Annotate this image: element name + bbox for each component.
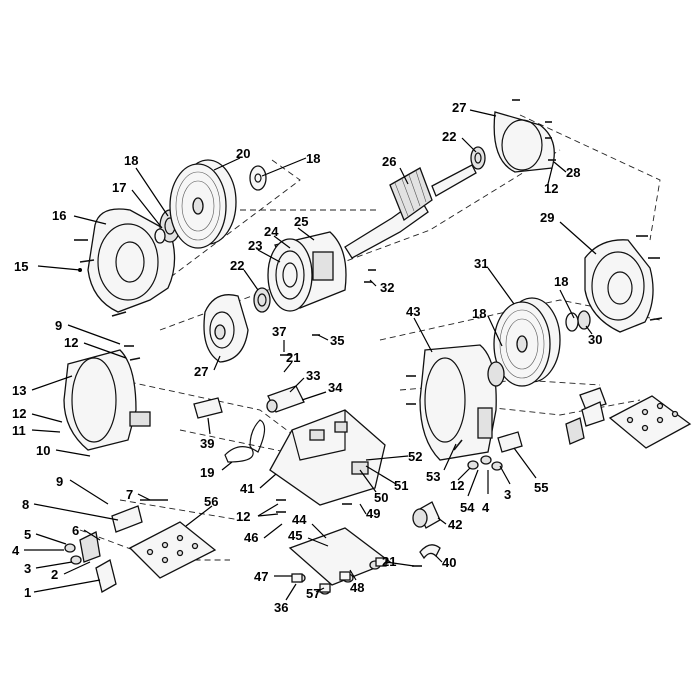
label-26: 26 (382, 154, 396, 169)
label-12-right-lower: 12 (450, 478, 464, 493)
label-27-top: 27 (452, 100, 466, 115)
right-end-cover (493, 99, 555, 173)
power-cord (224, 419, 266, 463)
label-54: 54 (460, 500, 475, 515)
label-36: 36 (274, 600, 288, 615)
label-11: 11 (12, 423, 26, 438)
label-4: 4 (12, 543, 20, 558)
motor-stator (267, 231, 347, 312)
label-12-bottom: 12 (236, 509, 250, 524)
label-12-upper-left: 12 (64, 335, 78, 350)
switch-assembly (266, 385, 305, 413)
label-43: 43 (406, 304, 420, 319)
label-56: 56 (204, 494, 218, 509)
outer-flange-left (249, 165, 267, 191)
label-31: 31 (474, 256, 488, 271)
left-tool-rest (128, 521, 217, 579)
label-22-left: 22 (230, 258, 244, 273)
callout-labels: 1 2 3 4 5 6 7 8 9 9 10 11 12 (12, 100, 602, 615)
label-18-top: 18 (306, 151, 320, 166)
label-10: 10 (36, 443, 50, 458)
label-25: 25 (294, 214, 308, 229)
label-2: 2 (51, 567, 58, 582)
label-39: 39 (200, 436, 214, 451)
label-52: 52 (408, 449, 422, 464)
left-tool-rest-bracket (64, 499, 168, 593)
cord-clamp (419, 544, 441, 560)
right-rear-wheel-guard (584, 235, 663, 333)
label-3-right: 3 (504, 487, 511, 502)
left-end-cover (203, 294, 249, 363)
label-7: 7 (126, 487, 133, 502)
label-37: 37 (272, 324, 286, 339)
label-5: 5 (24, 527, 31, 542)
label-17: 17 (112, 180, 126, 195)
label-34: 34 (328, 380, 343, 395)
rubber-feet (291, 557, 387, 593)
label-33: 33 (306, 368, 320, 383)
label-55: 55 (534, 480, 548, 495)
label-47: 47 (254, 569, 268, 584)
left-bearing (253, 287, 271, 313)
right-bearing (470, 146, 486, 170)
label-46: 46 (244, 530, 258, 545)
right-flange-nut (565, 310, 591, 332)
label-12-left: 12 (12, 406, 26, 421)
label-32: 32 (380, 280, 394, 295)
label-8: 8 (22, 497, 29, 512)
label-30: 30 (588, 332, 602, 347)
label-42: 42 (448, 517, 462, 532)
label-57: 57 (306, 586, 320, 601)
label-18-left: 18 (124, 153, 138, 168)
label-3: 3 (24, 561, 31, 576)
label-4-right: 4 (482, 500, 490, 515)
label-16: 16 (52, 208, 66, 223)
label-21-upper: 21 (286, 350, 300, 365)
grinder-base (269, 409, 386, 506)
label-48: 48 (350, 580, 364, 595)
right-tool-rest (608, 395, 692, 449)
left-grinding-wheel (169, 159, 237, 249)
motor-rotor (344, 164, 477, 259)
left-rear-wheel-guard (74, 208, 176, 317)
label-13: 13 (12, 383, 26, 398)
label-15: 15 (14, 259, 28, 274)
label-21-lower: 21 (382, 554, 396, 569)
capacitor (412, 501, 441, 529)
label-35: 35 (330, 333, 344, 348)
label-53: 53 (426, 469, 440, 484)
label-19: 19 (200, 465, 214, 480)
label-1: 1 (24, 585, 31, 600)
label-9-lower: 9 (56, 474, 63, 489)
label-24: 24 (264, 224, 279, 239)
right-front-housing (406, 344, 505, 461)
label-6: 6 (72, 523, 79, 538)
label-20: 20 (236, 146, 250, 161)
base-plate (288, 527, 392, 595)
label-28: 28 (566, 165, 580, 180)
label-22-right: 22 (442, 129, 456, 144)
label-49: 49 (366, 506, 380, 521)
label-29: 29 (540, 210, 554, 225)
label-9-upper: 9 (55, 318, 62, 333)
label-18-mid: 18 (472, 306, 486, 321)
label-40: 40 (442, 555, 456, 570)
label-45: 45 (288, 528, 302, 543)
assembly-dashed-lines (79, 114, 661, 561)
left-front-housing (63, 345, 151, 451)
label-12-right-top: 12 (544, 181, 558, 196)
label-51: 51 (394, 478, 408, 493)
label-44: 44 (292, 512, 307, 527)
label-41: 41 (240, 481, 254, 496)
right-tool-rest-bracket (467, 387, 607, 471)
label-50: 50 (374, 490, 388, 505)
label-23: 23 (248, 238, 262, 253)
right-grinding-wheel (493, 297, 561, 387)
switch-bracket (193, 397, 223, 419)
label-27-lower: 27 (194, 364, 208, 379)
label-18-right: 18 (554, 274, 568, 289)
